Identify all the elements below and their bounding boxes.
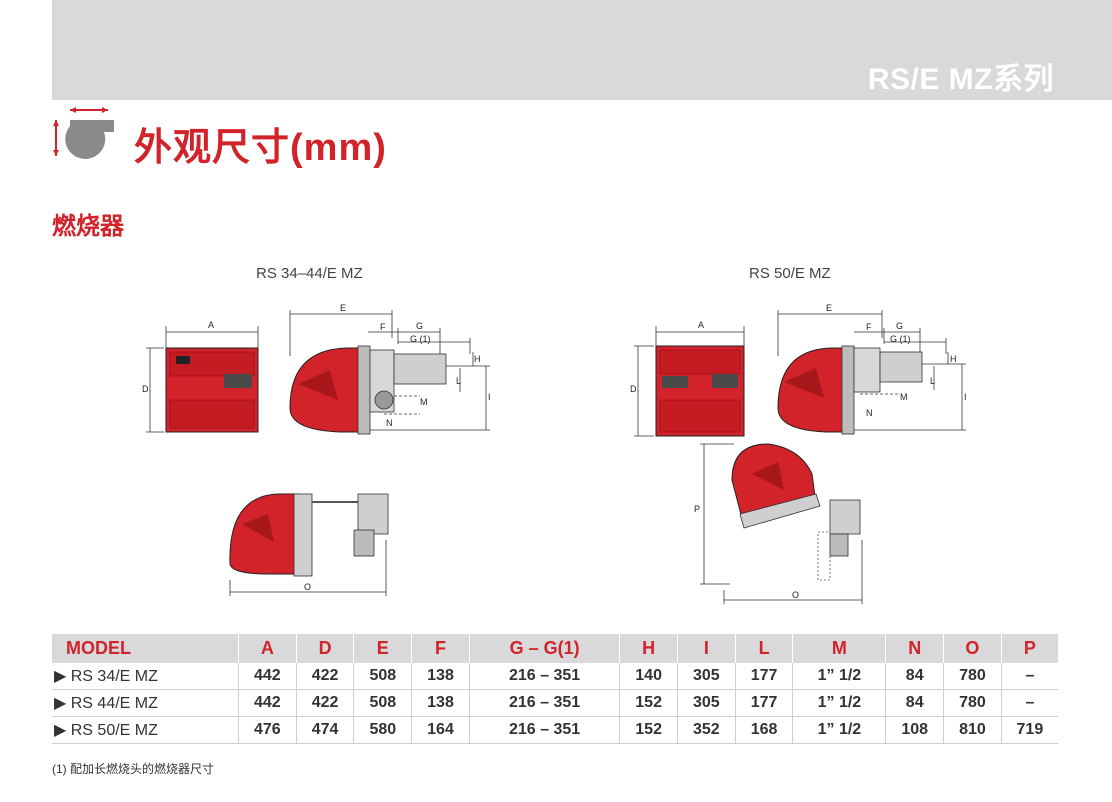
cell: 164 <box>411 716 470 744</box>
header-N: N <box>885 634 944 663</box>
svg-text:E: E <box>826 303 832 313</box>
svg-text:F: F <box>380 322 386 332</box>
svg-text:H: H <box>474 354 481 364</box>
svg-text:E: E <box>340 303 346 313</box>
cell: 719 <box>1000 716 1058 744</box>
svg-text:P: P <box>694 504 700 514</box>
svg-text:N: N <box>866 408 873 418</box>
cell: 177 <box>734 663 793 690</box>
cell: 305 <box>677 663 736 690</box>
header-model: MODEL <box>52 634 239 663</box>
cell: 138 <box>411 689 470 717</box>
cell: 84 <box>885 663 944 690</box>
row-model: ▶ RS 44/E MZ <box>52 689 239 717</box>
svg-text:O: O <box>792 590 799 600</box>
svg-text:A: A <box>208 320 214 330</box>
cell: 152 <box>619 716 678 744</box>
header-I: I <box>677 634 736 663</box>
drawing-label-left: RS 34–44/E MZ <box>256 265 363 282</box>
header-M: M <box>792 634 886 663</box>
cell: 780 <box>943 663 1002 690</box>
burner-drawing-right-top: A D E F G G (1) H I L M N <box>630 303 967 437</box>
cell: 442 <box>238 663 297 690</box>
cell: – <box>1000 663 1058 690</box>
burner-drawing-right-bottom: P O <box>694 443 863 604</box>
table-row: ▶ RS 44/E MZ 442 422 508 138 216 – 351 1… <box>52 689 1058 717</box>
cell: 442 <box>238 689 297 717</box>
cell: 1” 1/2 <box>792 663 886 690</box>
cell: 108 <box>885 716 944 744</box>
cell: 84 <box>885 689 944 717</box>
cell: 422 <box>295 689 354 717</box>
svg-text:L: L <box>930 376 935 386</box>
header-E: E <box>353 634 412 663</box>
cell: 352 <box>677 716 736 744</box>
row-model: ▶ RS 34/E MZ <box>52 663 239 690</box>
svg-text:L: L <box>456 376 461 386</box>
drawing-label-right: RS 50/E MZ <box>749 265 831 282</box>
dimensions-icon <box>53 107 114 159</box>
svg-text:A: A <box>698 320 704 330</box>
header-F: F <box>411 634 470 663</box>
cell: 580 <box>353 716 412 744</box>
cell: 305 <box>677 689 736 717</box>
cell: 138 <box>411 663 470 690</box>
cell: 1” 1/2 <box>792 689 886 717</box>
bullet-icon: ▶ <box>54 668 71 685</box>
cell: 474 <box>295 716 354 744</box>
page-title: 外观尺寸(mm) <box>134 127 387 169</box>
section-subtitle: 燃烧器 <box>52 213 124 240</box>
cell: 422 <box>295 663 354 690</box>
cell: 1” 1/2 <box>792 716 886 744</box>
table-header-row: MODEL A D E F G – G(1) H I L M N O P <box>52 634 1058 663</box>
table-row: ▶ RS 50/E MZ 476 474 580 164 216 – 351 1… <box>52 716 1058 744</box>
svg-text:N: N <box>386 418 393 428</box>
svg-text:D: D <box>142 384 149 394</box>
svg-text:I: I <box>964 392 967 402</box>
cell: 168 <box>734 716 793 744</box>
cell: 476 <box>238 716 297 744</box>
svg-text:M: M <box>900 392 908 402</box>
svg-text:M: M <box>420 397 428 407</box>
svg-text:G (1): G (1) <box>410 334 431 344</box>
cell: 216 – 351 <box>468 716 620 744</box>
table-row: ▶ RS 34/E MZ 442 422 508 138 216 – 351 1… <box>52 663 1058 690</box>
header-band: RS/E MZ系列 <box>52 0 1112 100</box>
bullet-icon: ▶ <box>54 695 71 712</box>
row-model: ▶ RS 50/E MZ <box>52 716 239 744</box>
header-L: L <box>734 634 793 663</box>
burner-drawing-left-top: A D E F G G (1) H I L M N <box>142 303 491 435</box>
cell: 508 <box>353 689 412 717</box>
cell: 177 <box>734 689 793 717</box>
header-H: H <box>619 634 678 663</box>
svg-text:D: D <box>630 384 637 394</box>
cell: 216 – 351 <box>468 689 620 717</box>
footnote: (1) 配加长燃烧头的燃烧器尺寸 <box>52 762 215 776</box>
header-O: O <box>943 634 1002 663</box>
burner-drawing-left-bottom: O <box>229 493 389 596</box>
cell: 140 <box>619 663 678 690</box>
svg-text:I: I <box>488 392 491 402</box>
header-A: A <box>238 634 297 663</box>
header-P: P <box>1000 634 1058 663</box>
svg-text:G: G <box>896 321 903 331</box>
series-title: RS/E MZ系列 <box>867 63 1054 96</box>
spec-table: MODEL A D E F G – G(1) H I L M N O P ▶ R… <box>52 634 1058 744</box>
cell: – <box>1000 689 1058 717</box>
bullet-icon: ▶ <box>54 722 71 739</box>
dim-O-left: O <box>304 582 311 592</box>
svg-text:H: H <box>950 354 957 364</box>
cell: 780 <box>943 689 1002 717</box>
cell: 810 <box>943 716 1002 744</box>
cell: 216 – 351 <box>468 663 620 690</box>
header-G: G – G(1) <box>468 634 620 663</box>
header-D: D <box>295 634 354 663</box>
svg-text:G: G <box>416 321 423 331</box>
cell: 508 <box>353 663 412 690</box>
cell: 152 <box>619 689 678 717</box>
svg-text:G (1): G (1) <box>890 334 911 344</box>
svg-text:F: F <box>866 322 872 332</box>
